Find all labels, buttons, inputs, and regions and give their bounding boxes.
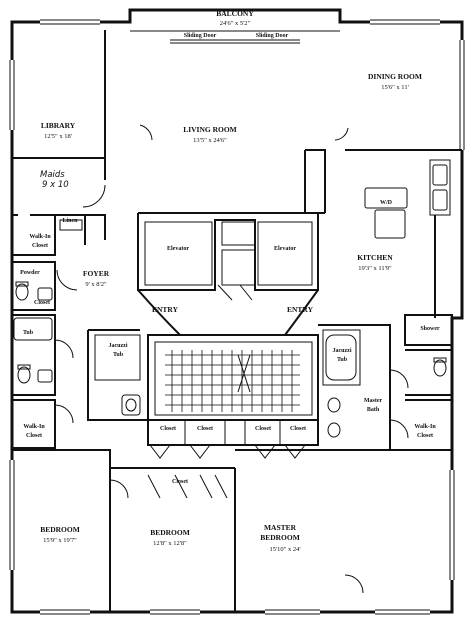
closet-row-2: Closet (197, 426, 213, 432)
walkin-closet-1-line2: Closet (32, 243, 48, 249)
closet-row-4: Closet (290, 426, 306, 432)
foyer-dims: 9' x 8'2" (85, 281, 107, 288)
maids-dims: 9 x 10 (42, 180, 69, 190)
washer-dryer-label: W/D (380, 200, 393, 206)
entry-label-2: ENTRY (287, 305, 314, 314)
closet-small-label: Closet (34, 300, 50, 306)
jacuzzi-1-line2: Tub (113, 352, 124, 358)
exterior-walls (9, 8, 465, 615)
tub-label: Tub (23, 330, 34, 336)
elevator-label-1: Elevator (167, 246, 189, 252)
bedroom-1-name: BEDROOM (40, 525, 80, 534)
interior-walls (12, 30, 462, 612)
walkin-closet-1-line1: Walk-In (29, 234, 51, 240)
balcony-area (130, 30, 340, 44)
master-bath-line2: Bath (367, 407, 380, 413)
dining-room-name: DINING ROOM (368, 72, 422, 81)
kitchen-name: KITCHEN (357, 253, 393, 262)
elevator-label-2: Elevator (274, 246, 296, 252)
bedroom-2-name: BEDROOM (150, 528, 190, 537)
entry-arcs (137, 289, 319, 336)
stairs (165, 350, 300, 412)
master-bedroom-dims: 15'10" x 24' (270, 546, 301, 553)
balcony-dims: 24'6" x 5'2" (220, 20, 251, 27)
closet-bedroom-label: Closet (172, 479, 188, 485)
walkin-closet-2-line2: Closet (26, 433, 42, 439)
living-room-name: LIVING ROOM (183, 125, 237, 134)
walkin-closet-3-line1: Walk-In (414, 424, 436, 430)
jacuzzi-2-line2: Tub (337, 357, 348, 363)
master-bedroom-line1: MASTER (264, 523, 297, 532)
master-bath-line1: Master (364, 398, 383, 404)
bedroom-2-dims: 12'8" x 12'8" (153, 540, 187, 547)
foyer-name: FOYER (83, 269, 110, 278)
shower-label: Shower (420, 326, 440, 332)
linen-label: Linen (62, 218, 78, 224)
jacuzzi-1-line1: Jacuzzi (109, 343, 128, 349)
master-bedroom-line2: BEDROOM (260, 533, 300, 542)
door-swings (54, 124, 409, 594)
room-labels: BALCONY 24'6" x 5'2" Sliding Door Slidin… (20, 9, 440, 553)
walkin-closet-3-line2: Closet (417, 433, 433, 439)
library-name: LIBRARY (41, 121, 76, 130)
library-dims: 12'5" x 18' (44, 133, 72, 140)
sliding-door-label-1: Sliding Door (184, 33, 217, 39)
jacuzzi-2-line1: Jacuzzi (333, 348, 352, 354)
closet-row-1: Closet (160, 426, 176, 432)
balcony-name: BALCONY (216, 9, 254, 18)
maids-name: Maids (40, 170, 65, 180)
fixtures (13, 164, 448, 438)
sliding-door-label-2: Sliding Door (256, 33, 289, 39)
closet-row-3: Closet (255, 426, 271, 432)
walkin-closet-2-line1: Walk-In (23, 424, 45, 430)
dining-room-dims: 15'6" x 11' (381, 84, 409, 91)
kitchen-dims: 19'3" x 11'9" (358, 265, 392, 272)
living-room-dims: 13'5" x 24'6" (193, 137, 227, 144)
bedroom-1-dims: 15'9" x 19'7" (43, 537, 77, 544)
entry-label-1: ENTRY (152, 305, 179, 314)
powder-label: Powder (20, 270, 40, 276)
